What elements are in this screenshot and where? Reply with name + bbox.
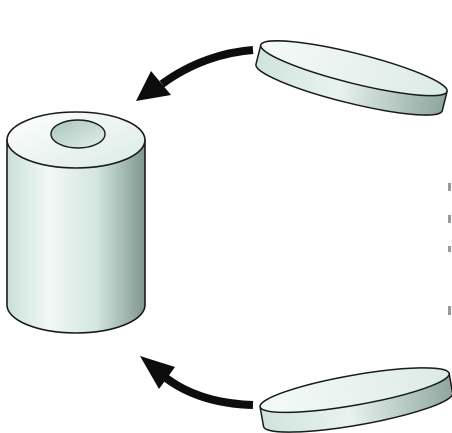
arrow-top: [136, 46, 254, 101]
disc-bottom: [259, 367, 452, 433]
arrow-top-shaft: [159, 46, 254, 88]
disc-top: [255, 40, 448, 116]
tube-bore: [50, 119, 106, 149]
tube-body: [6, 139, 146, 334]
arrow-bottom-shaft: [163, 374, 254, 409]
tube-cylinder: [6, 111, 146, 334]
arrow-bottom-head: [140, 356, 175, 389]
cropped-edge-marks: [448, 183, 451, 315]
disc-top-face: [259, 40, 448, 97]
disc-bottom-face: [259, 367, 450, 414]
arrow-bottom: [140, 356, 254, 409]
arrow-top-head: [136, 71, 171, 101]
